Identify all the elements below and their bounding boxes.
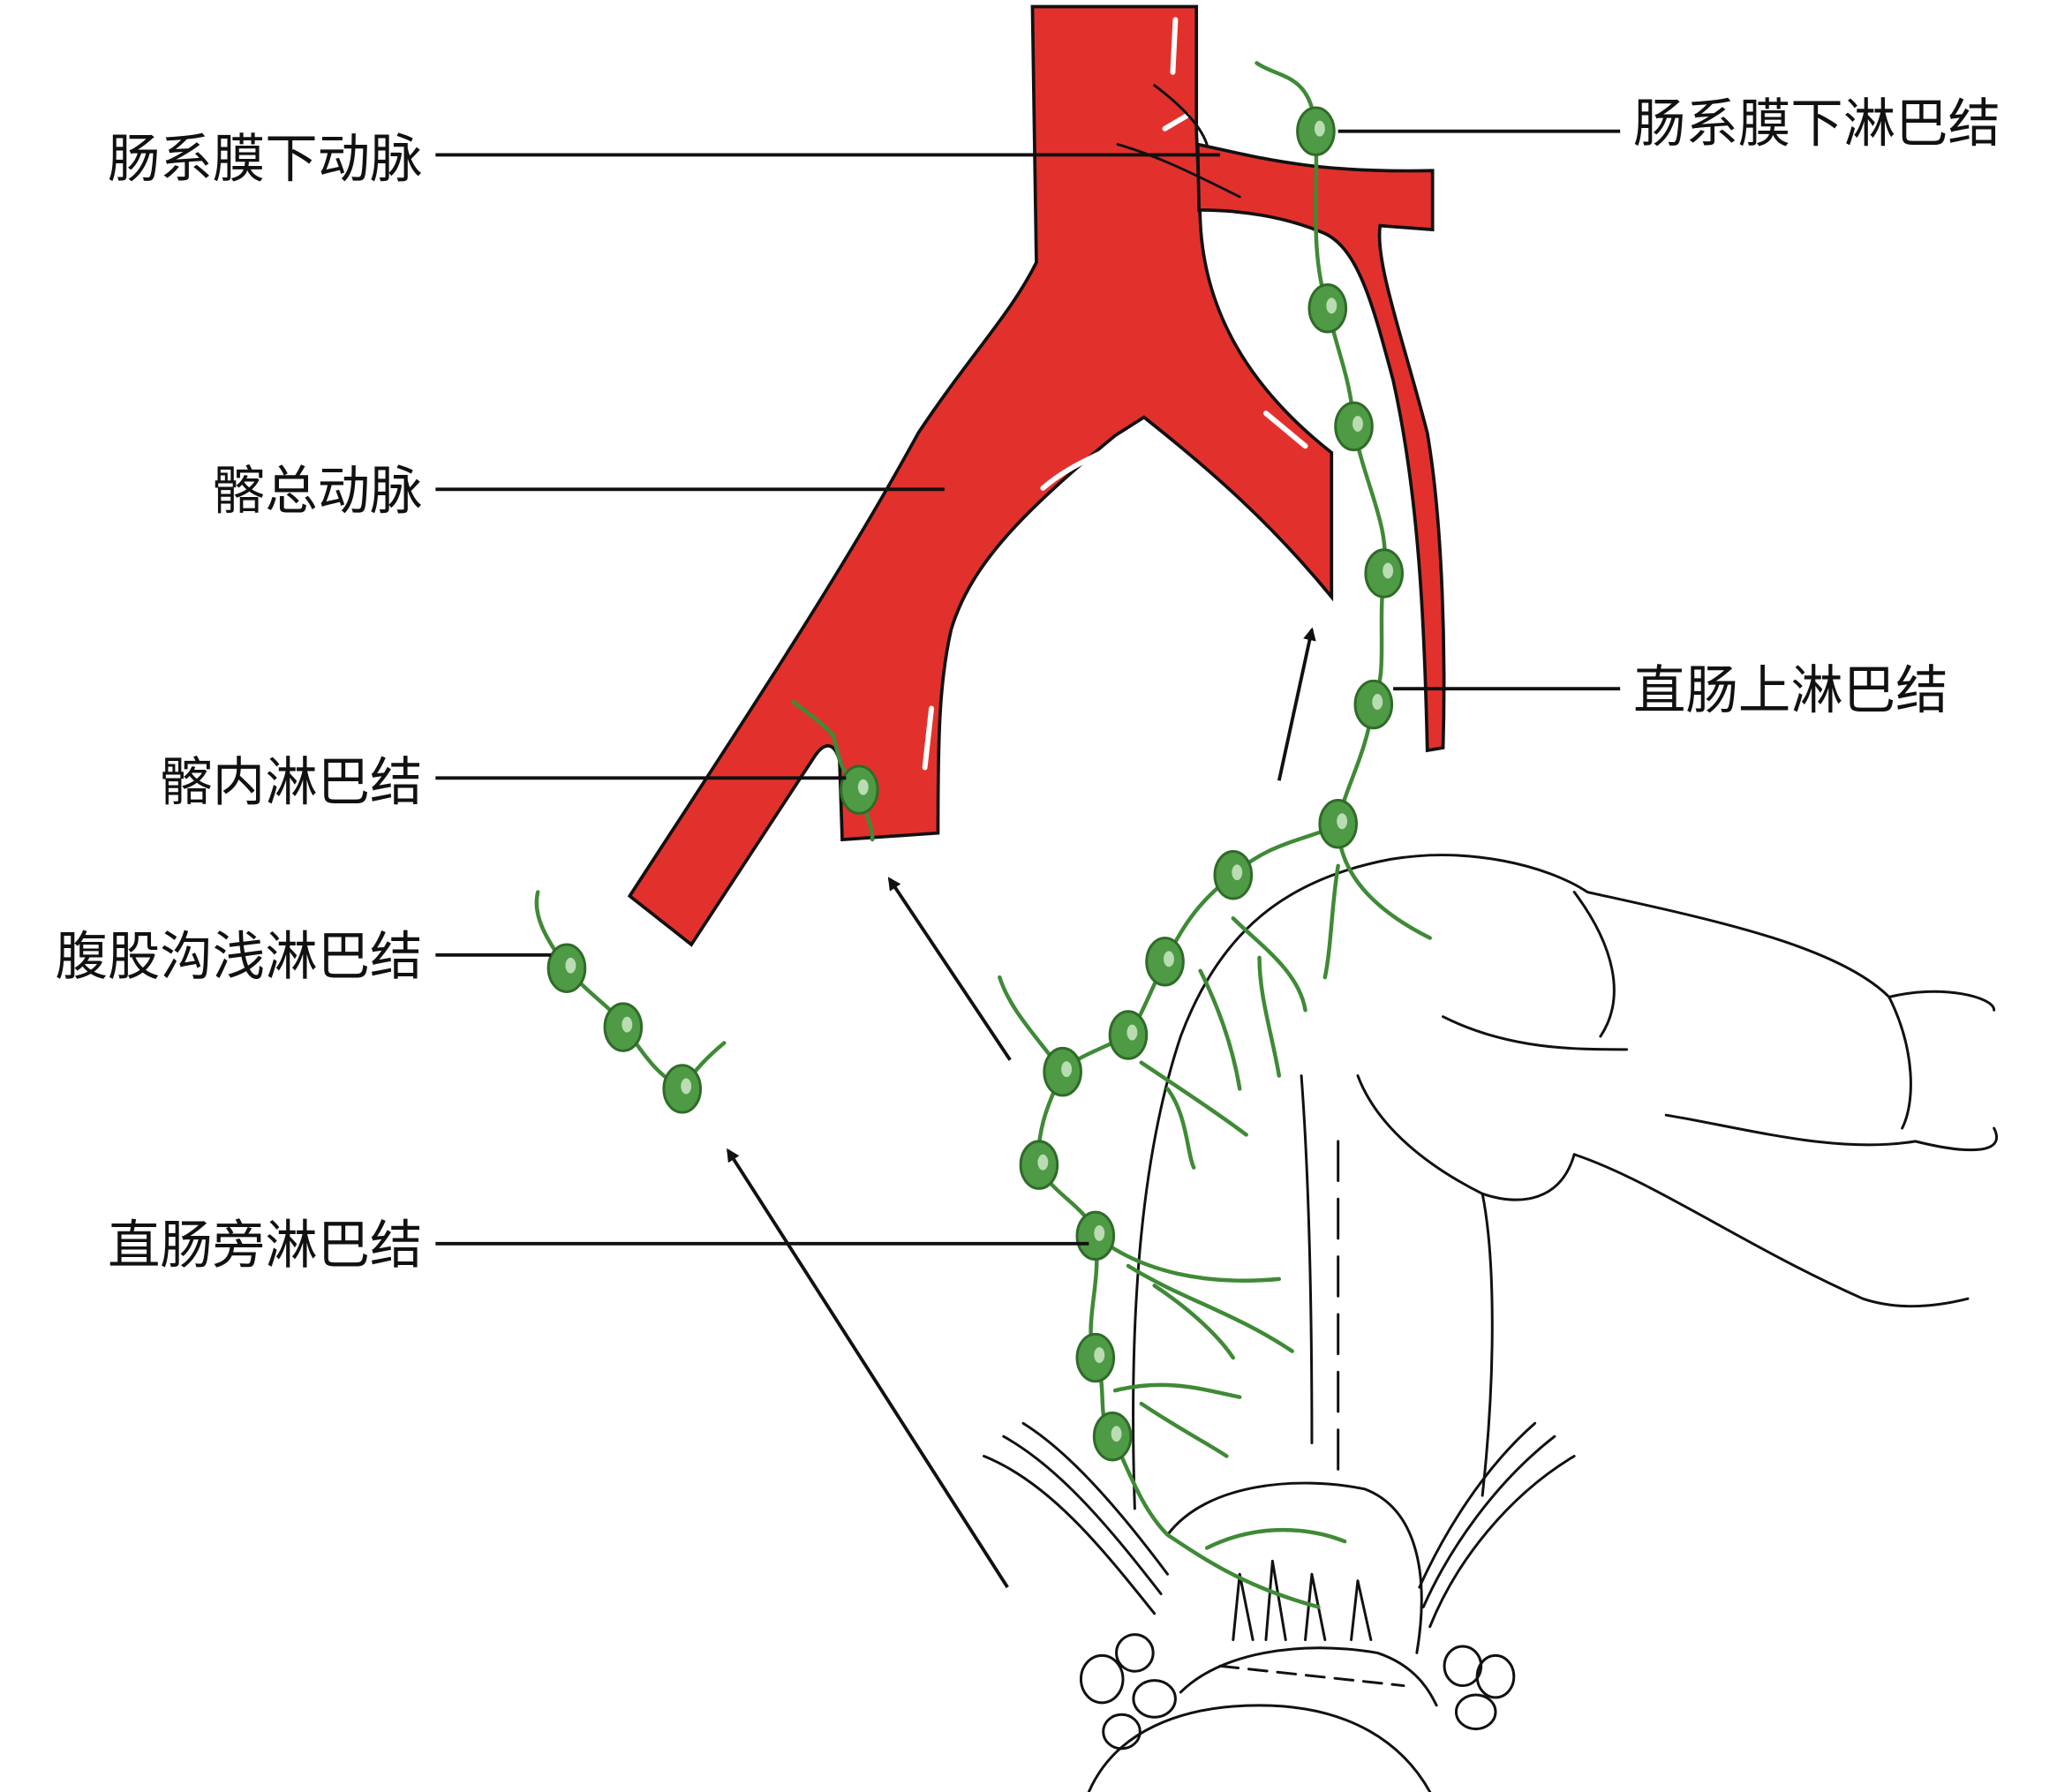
lymph-nodes — [546, 106, 1404, 1462]
lymph-node-highlight — [1326, 297, 1337, 314]
lymph-node-highlight — [1372, 694, 1383, 710]
drainage-arrows — [727, 627, 1316, 1589]
aorta-and-iliac-arteries — [627, 4, 1334, 947]
lymph-node-highlight — [1111, 1426, 1122, 1442]
label-inferior-mesenteric-artery: 肠系膜下动脉 — [108, 130, 423, 191]
lymph-node-highlight — [1126, 1024, 1138, 1041]
lymphatic-vessels — [534, 61, 1432, 1609]
lymph-node-highlight — [1094, 1224, 1105, 1241]
lymph-node-highlight — [1061, 1061, 1073, 1078]
leader-lines — [435, 129, 1621, 1246]
lymph-node-highlight — [1037, 1154, 1049, 1171]
lymph-node-highlight — [1164, 951, 1174, 968]
lymph-node-highlight — [1232, 864, 1243, 881]
lymph-node-highlight — [681, 1078, 692, 1095]
lymph-node-highlight — [565, 957, 576, 974]
lymph-node-highlight — [1314, 120, 1325, 137]
label-internal-iliac-lymph-node: 髂内淋巴结 — [160, 753, 422, 814]
inferior-mesenteric-artery-branch — [1195, 142, 1446, 753]
label-superior-rectal-lymph-node: 直肠上淋巴结 — [1633, 661, 1948, 722]
lymph-node-highlight — [1094, 1347, 1105, 1364]
artery-hatch — [1116, 84, 1241, 199]
artery-highlights — [922, 17, 1308, 771]
label-superficial-inguinal-lymph-node: 腹股沟浅淋巴结 — [56, 927, 423, 988]
label-inferior-mesenteric-lymph-node: 肠系膜下淋巴结 — [1633, 94, 2000, 155]
lymph-node-highlight — [622, 1016, 633, 1033]
lymph-node-highlight — [857, 779, 869, 795]
arrow-to-inguinal — [727, 1148, 1009, 1589]
arrow-to-internal-iliac — [887, 877, 1012, 1061]
arrow-to-superior — [1277, 627, 1316, 781]
lymph-node-highlight — [1337, 813, 1348, 830]
rectum-outline — [982, 854, 1998, 1792]
lymph-node-highlight — [1352, 416, 1363, 432]
label-pararectal-lymph-node: 直肠旁淋巴结 — [108, 1216, 423, 1276]
lymph-node-highlight — [1383, 562, 1394, 579]
label-common-iliac-artery: 髂总动脉 — [213, 462, 423, 523]
